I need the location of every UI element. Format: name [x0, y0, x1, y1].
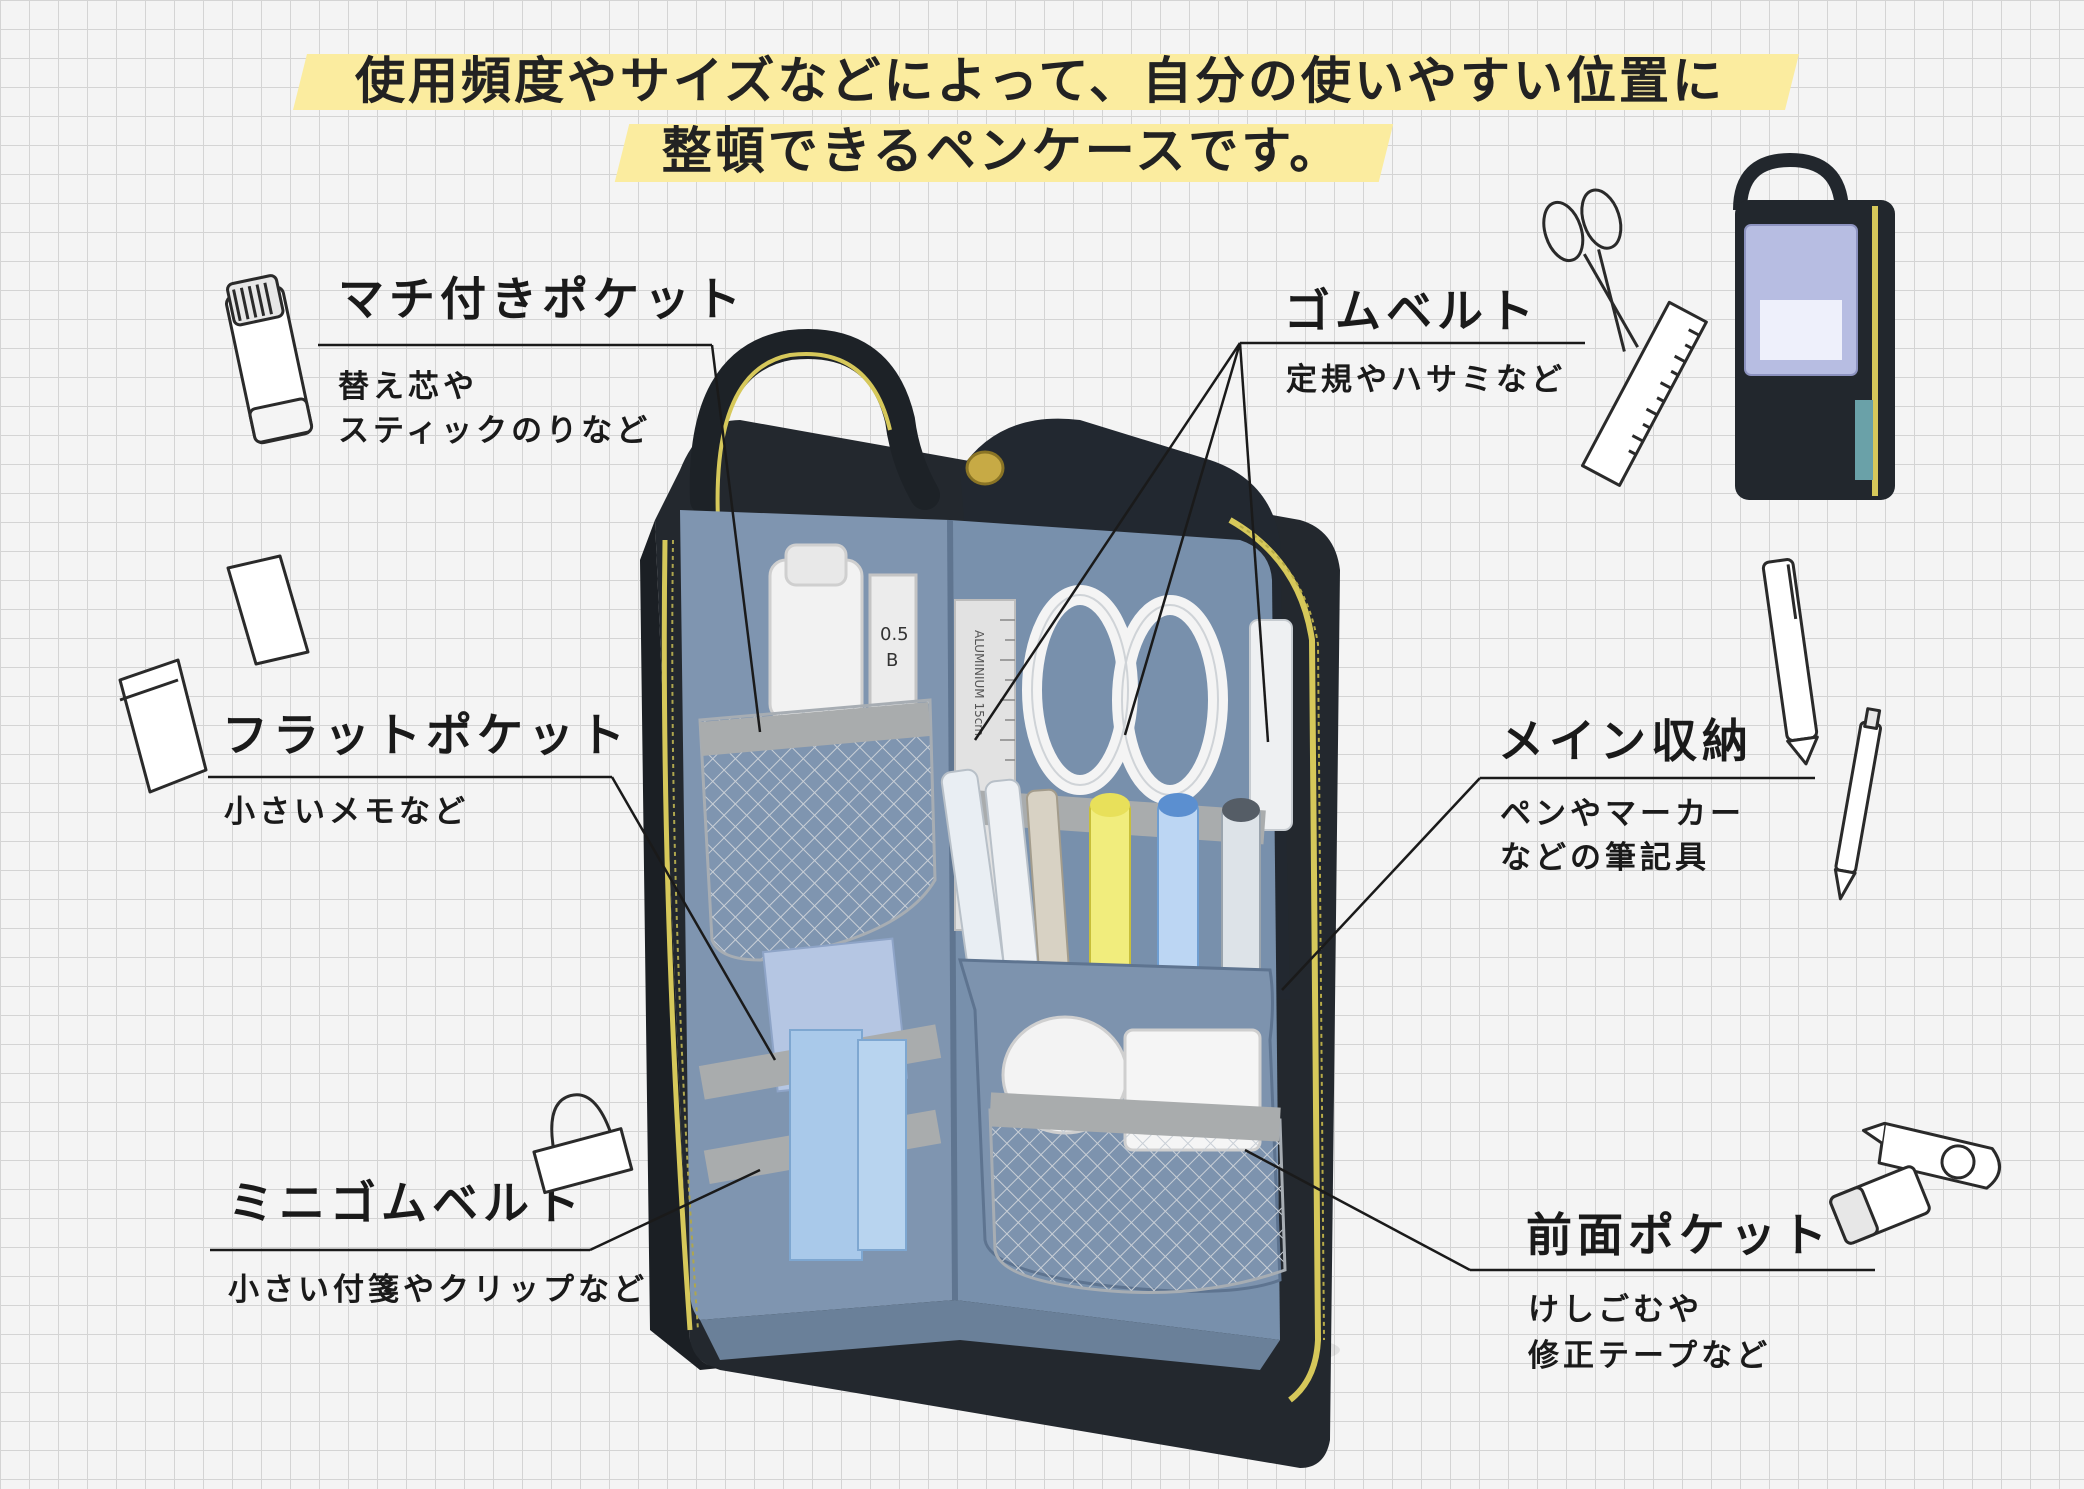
callout-title-machi-pocket: マチ付きポケット	[338, 272, 746, 326]
callout-desc-gum-belt-1: 定規やハサミなど	[1286, 362, 1566, 398]
pens-group	[940, 768, 1261, 991]
ruler-print: ALUMINIUM 15cm	[972, 630, 986, 736]
lead-box-label: 0.5	[880, 624, 909, 645]
callout-title-flat-pocket: フラットポケット	[222, 708, 630, 762]
headline-line-2: 整頓できるペンケースです。	[661, 122, 1343, 180]
mechanical-pencil-icon	[1833, 707, 1882, 901]
correction-tape-icon	[1861, 1121, 2001, 1190]
callout-title-gum-belt: ゴムベルト	[1284, 284, 1539, 338]
callout-desc-main-storage-1: ペンやマーカー	[1500, 796, 1745, 832]
callout-title-front-pocket: 前面ポケット	[1526, 1208, 1832, 1262]
callout-desc-machi-pocket-1: 替え芯や	[338, 369, 478, 405]
callout-desc-front-pocket-1: けしごむや	[1528, 1292, 1703, 1328]
callout-desc-mini-gum-belt-1: 小さい付箋やクリップなど	[228, 1272, 648, 1308]
memo-pad-icon	[118, 554, 310, 794]
pencil-case: 0.5 B ALUMINIUM 15cm	[640, 329, 1340, 1468]
binder-clip-icon	[532, 1093, 634, 1195]
headline-line-1: 使用頻度やサイズなどによって、自分の使いやすい位置に	[355, 52, 1725, 110]
glue-stick-icon	[225, 274, 314, 445]
callout-title-mini-gum-belt: ミニゴムベルト	[228, 1176, 585, 1230]
pen-icon	[1761, 558, 1819, 766]
scissors-icon	[1542, 188, 1639, 352]
ruler-icon	[1580, 300, 1708, 487]
lead-box-label-2: B	[886, 650, 898, 671]
product-package-icon	[1733, 152, 1895, 500]
callout-desc-main-storage-2: などの筆記具	[1500, 840, 1710, 876]
callout-desc-flat-pocket-1: 小さいメモなど	[224, 794, 469, 830]
callout-title-main-storage: メイン収納	[1498, 714, 1753, 768]
callout-lines	[208, 341, 1875, 1272]
callout-desc-machi-pocket-2: スティックのりなど	[338, 413, 652, 449]
eraser-icon	[1829, 1165, 1931, 1245]
callout-desc-front-pocket-2: 修正テープなど	[1528, 1338, 1772, 1374]
